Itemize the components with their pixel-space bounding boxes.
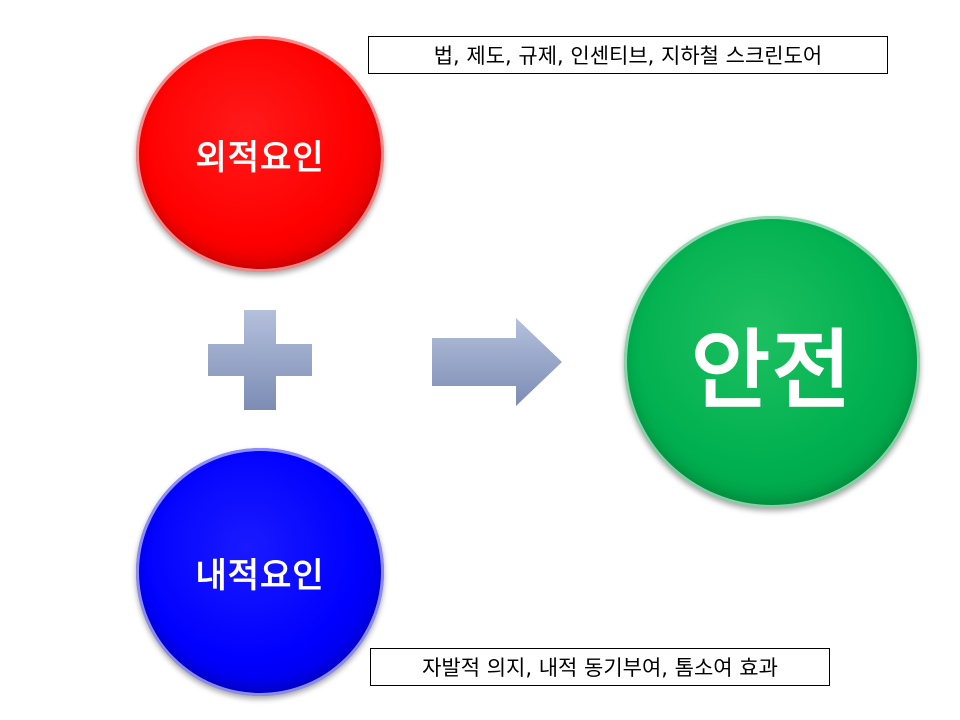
external-factor-circle: 외적요인 — [136, 36, 384, 272]
internal-factor-circle: 내적요인 — [136, 448, 384, 696]
internal-factor-note-text: 자발적 의지, 내적 동기부여, 톰소여 효과 — [422, 656, 778, 680]
internal-factor-label: 내적요인 — [195, 555, 325, 596]
safety-result-label: 안전 — [690, 320, 854, 421]
internal-factor-note: 자발적 의지, 내적 동기부여, 톰소여 효과 — [370, 648, 830, 686]
external-factor-label: 외적요인 — [195, 137, 325, 178]
external-factor-note: 법, 제도, 규제, 인센티브, 지하철 스크린도어 — [368, 36, 888, 74]
plus-icon — [208, 310, 312, 410]
arrow-right-icon — [432, 318, 562, 406]
external-factor-note-text: 법, 제도, 규제, 인센티브, 지하철 스크린도어 — [433, 44, 823, 68]
safety-result-circle: 안전 — [624, 216, 920, 508]
